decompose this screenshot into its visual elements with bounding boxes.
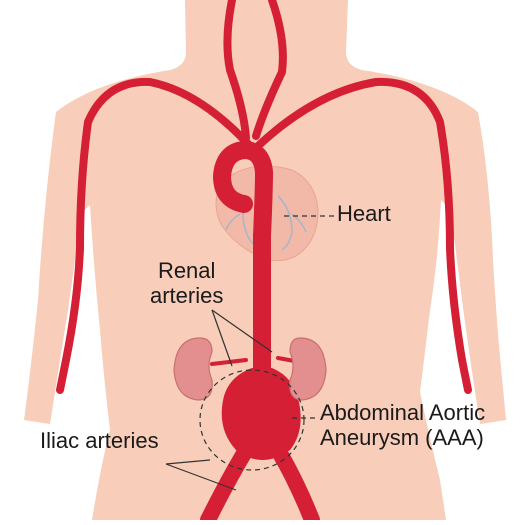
aneurysm-bulge [222,368,301,460]
renal-label-line2: arteries [150,284,223,309]
renal-arteries-label: Renal arteries [150,259,223,308]
iliac-arteries-label: Iliac arteries [40,429,159,454]
aaa-label-line1: Abdominal Aortic [320,401,485,426]
heart-label: Heart [337,202,391,227]
aaa-label: Abdominal Aortic Aneurysm (AAA) [320,401,485,450]
renal-label-line1: Renal [150,259,223,284]
aaa-label-line2: Aneurysm (AAA) [320,426,485,451]
